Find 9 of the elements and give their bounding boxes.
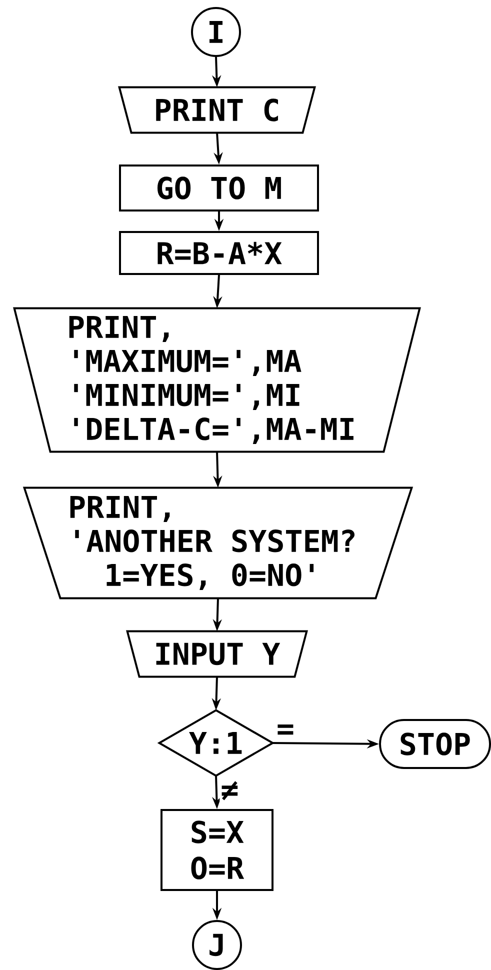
terminal-box: STOP: [379, 719, 491, 769]
process-box: GO TO M: [119, 164, 319, 212]
output-trapezoid: PRINT, 'MAXIMUM=',MA 'MINIMUM=',MI 'DELTA-C=',MA-MI: [13, 307, 421, 453]
input-trapezoid: INPUT Y: [126, 630, 308, 678]
process-box: S=X O=R: [160, 809, 274, 891]
edge-label: ≠: [220, 780, 240, 802]
process-box: R=B-A*X: [119, 231, 319, 275]
edge-label: =: [275, 723, 296, 740]
output-trapezoid: PRINT C: [118, 86, 316, 134]
